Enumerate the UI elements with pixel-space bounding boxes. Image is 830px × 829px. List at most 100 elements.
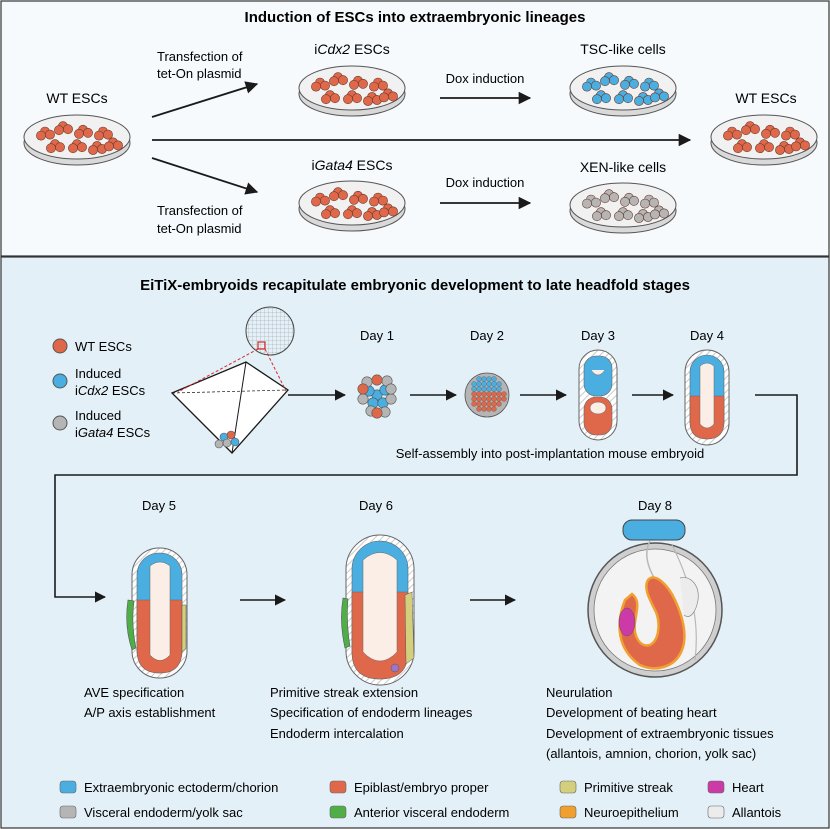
- dish-cell: [640, 81, 650, 92]
- dish-cell: [343, 94, 353, 105]
- dish-cell: [352, 208, 362, 219]
- xen-like-label: XEN-like cells: [580, 159, 666, 175]
- tsc-like-label: TSC-like cells: [580, 41, 666, 57]
- dish-cell: [55, 142, 65, 153]
- day1-cell: [371, 374, 383, 386]
- legend-label-extraembryonic: Extraembryonic ectoderm/chorion: [84, 780, 278, 795]
- day6-note-2: Specification of endoderm lineages: [270, 705, 473, 720]
- wt-escs-left-label: WT ESCs: [46, 90, 107, 106]
- legend-swatch-neuro: [559, 805, 577, 819]
- dish-cell: [640, 198, 650, 209]
- day4-label: Day 4: [690, 328, 724, 343]
- dish-cell: [378, 195, 388, 206]
- day2-cell: [476, 391, 482, 397]
- day1-label: Day 1: [360, 328, 394, 343]
- dish-cell: [601, 210, 611, 221]
- day5-note-2: A/P axis establishment: [84, 705, 216, 720]
- day5-label: Day 5: [142, 498, 176, 513]
- day2-cell: [476, 376, 482, 382]
- dish-cell: [88, 145, 98, 155]
- dish-cell: [94, 130, 104, 141]
- day2-cell: [481, 396, 487, 402]
- day6-note-3: Endoderm intercalation: [270, 726, 404, 741]
- dish-cell: [311, 81, 321, 92]
- dish-cell: [379, 207, 389, 218]
- dish-cell: [349, 79, 359, 90]
- legend-swatch-ave: [329, 805, 347, 819]
- dish-cell: [320, 195, 330, 206]
- dish-cell: [321, 209, 331, 220]
- wt-escs-dish-right: [710, 114, 818, 166]
- day2-cell: [501, 396, 507, 402]
- wt-cell-label: WT ESCs: [75, 339, 132, 354]
- transfection-top-line1: Transfection of: [157, 49, 243, 64]
- dish-cell: [741, 125, 751, 136]
- dish-cell: [732, 129, 742, 140]
- wt-escs-dish-left: [23, 114, 131, 166]
- day2-cell: [476, 386, 482, 392]
- dish-cell: [623, 93, 633, 104]
- wt-escs-right-label: WT ESCs: [735, 90, 796, 106]
- day2-cell: [491, 376, 497, 382]
- dish-cell: [320, 80, 330, 91]
- legend-label-epiblast: Epiblast/embryo proper: [354, 780, 489, 795]
- dish-cell: [770, 127, 780, 138]
- dish-cell: [629, 78, 639, 89]
- day2-cell: [481, 401, 487, 407]
- dish-cell: [600, 76, 610, 87]
- day1-cell: [385, 383, 397, 395]
- dish-cell: [755, 143, 765, 154]
- day2-cell: [476, 381, 482, 387]
- day2-cell: [481, 381, 487, 387]
- dish-cell: [311, 196, 321, 207]
- dish-cell: [764, 142, 774, 153]
- dish-cell: [329, 191, 339, 202]
- dish-cell: [629, 195, 639, 206]
- day1-aggregate: [357, 374, 397, 419]
- dish-cell: [349, 194, 359, 205]
- day3-label: Day 3: [581, 328, 615, 343]
- day8-embryoid: [587, 519, 723, 678]
- dox-induction-top: Dox induction: [446, 71, 525, 86]
- dish-cell: [601, 93, 611, 104]
- day2-cell: [471, 381, 477, 387]
- igata4-escs-label: iGata4 ESCs: [312, 157, 393, 173]
- day2-cell: [471, 401, 477, 407]
- day2-label: Day 2: [470, 328, 504, 343]
- dish-cell: [650, 209, 660, 220]
- dish-cell: [338, 190, 348, 201]
- bottom-panel: [0, 256, 830, 829]
- legend-label-ave: Anterior visceral endoderm: [354, 805, 509, 820]
- day3-embryoid: [578, 349, 618, 441]
- day2-cell: [486, 396, 492, 402]
- day2-cell: [476, 406, 482, 412]
- day5-note-1: AVE specification: [84, 685, 184, 700]
- arrow-transfect-up: [151, 81, 259, 118]
- self-assembly-label: Self-assembly into post-implantation mou…: [396, 446, 705, 461]
- legend-label-streak: Primitive streak: [584, 780, 673, 795]
- dish-cell: [623, 210, 633, 221]
- day1-cell: [357, 393, 369, 405]
- dish-cell: [620, 196, 630, 207]
- dish-cell: [113, 140, 123, 151]
- dish-cell: [750, 124, 760, 135]
- cdx2-cell-label-2: iCdx2 ESCs: [75, 383, 146, 398]
- dish-cell: [330, 93, 340, 104]
- dish-cell: [358, 193, 368, 204]
- legend-swatch-visceral: [59, 805, 77, 819]
- day2-cell: [491, 381, 497, 387]
- dish-cell: [369, 196, 379, 207]
- dish-cell: [388, 91, 398, 102]
- dish-cell: [761, 128, 771, 139]
- legend-label-allantois: Allantois: [732, 805, 782, 820]
- day5-embryoid: [126, 547, 188, 679]
- dish-cell: [723, 130, 733, 141]
- day2-cell: [481, 376, 487, 382]
- dish-cell: [634, 96, 644, 106]
- dish-cell: [791, 141, 801, 152]
- gata4-cell-label-2: iGata4 ESCs: [75, 425, 151, 440]
- dish-cell: [775, 145, 785, 155]
- dish-cell: [614, 94, 624, 105]
- dish-cell: [378, 80, 388, 91]
